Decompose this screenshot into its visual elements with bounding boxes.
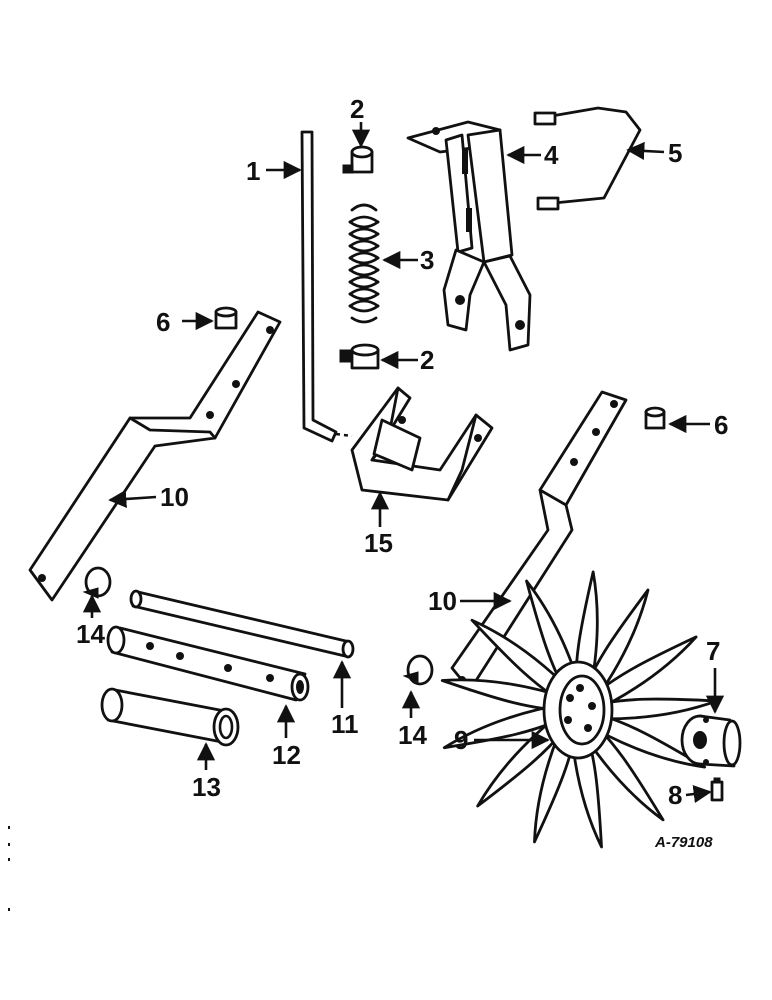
washer-left-part (82, 566, 112, 599)
rotary-wheel-part (440, 570, 719, 849)
callout-11: 11 (331, 709, 359, 739)
arm-left-part (28, 310, 282, 602)
drawing-code: A-79108 (654, 834, 713, 851)
spring-part (348, 203, 380, 324)
callout-6-left: 6 (156, 307, 170, 337)
bolt-part (710, 777, 724, 802)
callout-13: 13 (192, 772, 221, 802)
callout-15: 15 (364, 528, 393, 558)
pivot-bracket-part (350, 386, 494, 502)
callout-14-right: 14 (398, 720, 427, 750)
collar-bottom-part (339, 343, 380, 370)
callout-10-left: 10 (160, 482, 189, 512)
callout-8: 8 (668, 780, 682, 810)
callout-14-left: 14 (76, 619, 105, 649)
callout-9: 9 (454, 725, 468, 755)
callout-5: 5 (668, 138, 682, 168)
callout-3: 3 (420, 245, 434, 275)
callout-1: 1 (246, 156, 260, 186)
hub-part (680, 714, 742, 768)
callout-labels: 1 2 3 4 5 6 2 6 10 15 10 14 11 14 12 13 … (76, 94, 728, 851)
callout-4: 4 (544, 140, 559, 170)
callout-12: 12 (272, 740, 301, 770)
callout-2-top: 2 (350, 94, 364, 124)
u-bolt-part (533, 106, 642, 211)
spacer-tube-part (106, 625, 310, 702)
shaft-part (129, 589, 355, 659)
washer-right-part (402, 654, 434, 686)
callout-6-right: 6 (714, 410, 728, 440)
margin-marks (8, 826, 10, 911)
collar-top-part (342, 145, 374, 174)
rod-part (300, 130, 353, 443)
bracket-part (406, 120, 532, 352)
leader-lines (82, 122, 725, 804)
callout-7: 7 (706, 636, 720, 666)
bushing-left-part (214, 306, 238, 330)
sleeve-part (100, 687, 240, 747)
callout-10-right: 10 (428, 586, 457, 616)
callout-2-bottom: 2 (420, 345, 434, 375)
bushing-right-part (644, 406, 666, 430)
